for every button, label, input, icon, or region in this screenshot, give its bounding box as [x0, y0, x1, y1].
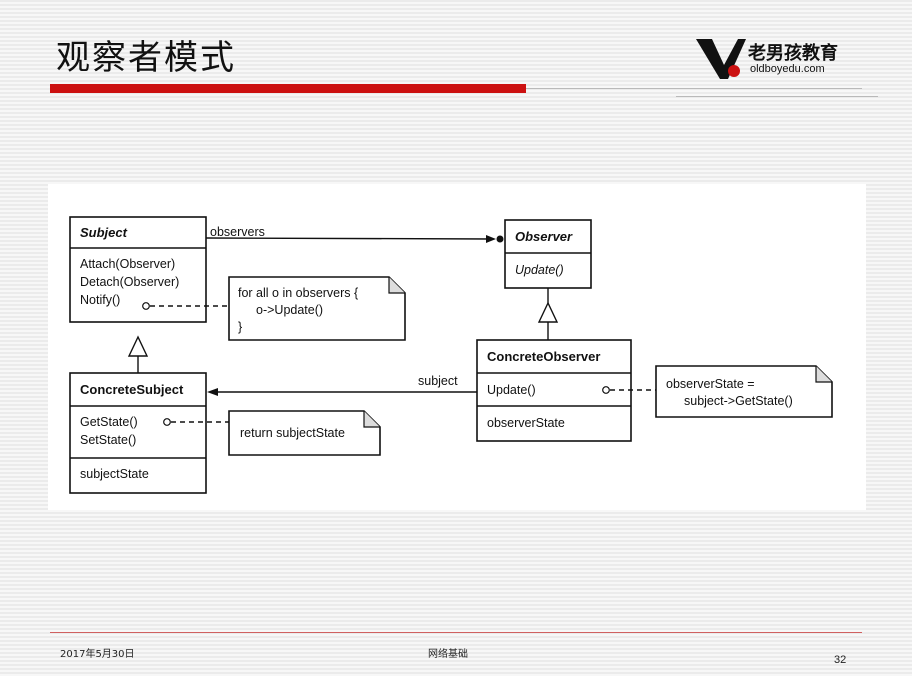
subject-label: subject: [418, 374, 458, 388]
note-notify-line-3: }: [238, 320, 242, 334]
title-accent-bar: [50, 84, 526, 93]
concrete-subject-class-name: ConcreteSubject: [80, 382, 184, 397]
footer-divider: [50, 632, 862, 633]
logo-mark-icon: [696, 39, 746, 79]
note-notify-line-1: for all o in observers {: [238, 286, 358, 300]
concrete-subject-op-setstate: SetState(): [80, 433, 136, 447]
subject-op-attach: Attach(Observer): [80, 257, 175, 271]
footer-center-text: 网络基础: [428, 649, 468, 660]
subject-class-name: Subject: [80, 225, 128, 240]
note-notify-line-2: o->Update(): [256, 303, 323, 317]
page-title: 观察者模式: [56, 38, 236, 78]
concrete-subject-attr-state: subjectState: [80, 467, 149, 481]
concrete-observer-attr-state: observerState: [487, 416, 565, 430]
note-getstate: return subjectState: [228, 410, 381, 456]
subject-class: Subject Attach(Observer) Detach(Observer…: [69, 216, 207, 323]
note-update: observerState = subject->GetState(): [655, 365, 833, 418]
header-divider: [526, 88, 862, 89]
subject-generalization: [127, 335, 149, 373]
logo-text: 老男孩教育: [748, 43, 838, 64]
notify-note-link: [142, 302, 229, 310]
getstate-note-link: [163, 418, 229, 426]
note-getstate-line-1: return subjectState: [240, 426, 345, 440]
observers-association: observers: [205, 225, 504, 243]
logo-url: oldboyedu.com: [750, 63, 825, 75]
concrete-observer-op-update: Update(): [487, 383, 536, 397]
subject-op-detach: Detach(Observer): [80, 275, 179, 289]
subject-op-notify: Notify(): [80, 293, 120, 307]
concrete-observer-class-name: ConcreteObserver: [487, 349, 600, 364]
observer-op-update: Update(): [515, 263, 564, 277]
page-number: 32: [834, 654, 847, 666]
concrete-subject-op-getstate: GetState(): [80, 415, 138, 429]
header-divider-secondary: [676, 96, 878, 97]
footer-date: 2017年5月30日: [60, 649, 135, 660]
observer-class: Observer Update(): [504, 219, 592, 289]
note-update-line-1: observerState =: [666, 377, 755, 391]
concrete-subject-class: ConcreteSubject GetState() SetState() su…: [69, 372, 207, 494]
note-update-line-2: subject->GetState(): [684, 394, 793, 408]
subject-association: subject: [207, 374, 477, 396]
observers-label: observers: [210, 225, 265, 239]
update-note-link: [602, 386, 656, 394]
note-notify: for all o in observers { o->Update() }: [228, 276, 406, 341]
observer-generalization: [537, 288, 559, 340]
observer-class-name: Observer: [515, 229, 573, 244]
